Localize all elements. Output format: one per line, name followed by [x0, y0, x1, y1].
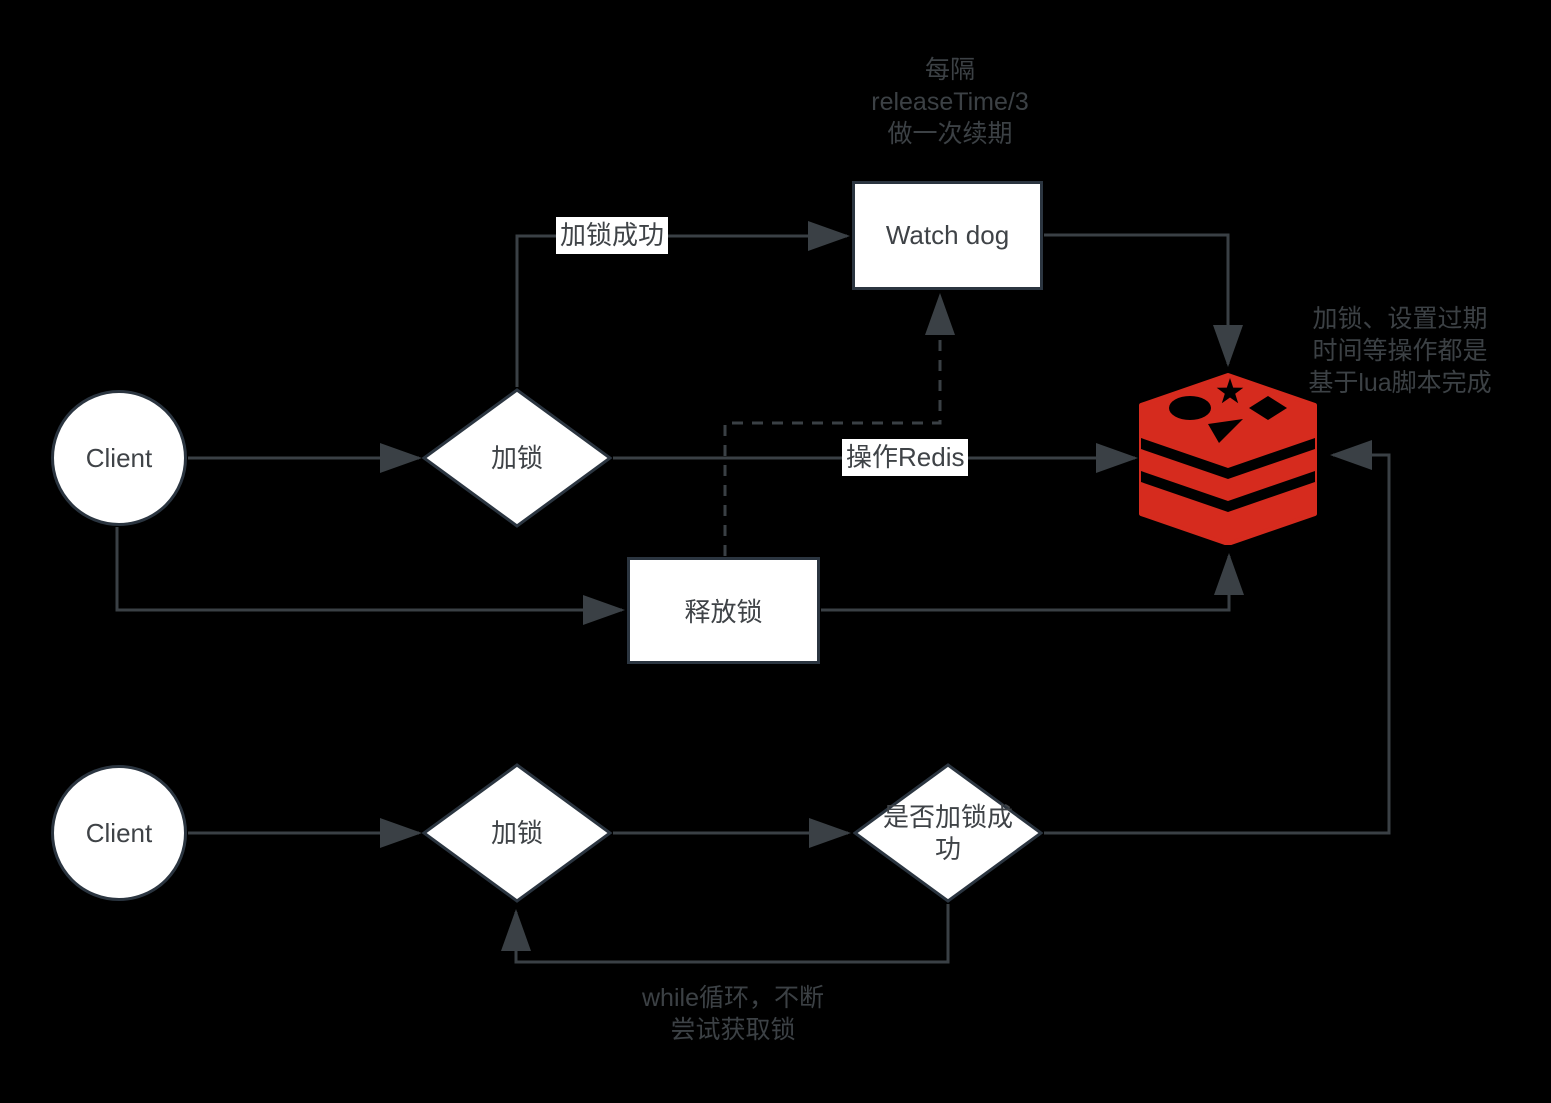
note-while-line2: 尝试获取锁 [670, 1016, 796, 1044]
note-renewal-line3: 做一次续期 [887, 120, 1013, 148]
node-client-top: Client [51, 390, 187, 526]
node-lock-bottom-label: 加锁 [490, 817, 543, 848]
note-renewal: 每隔 releaseTime/3 做一次续期 [820, 54, 1080, 150]
node-release-lock-label: 释放锁 [684, 597, 763, 627]
edge-lock-to-watchdog [515, 221, 850, 387]
edge-watchdog-to-redis [1044, 233, 1243, 367]
node-lock-top-label: 加锁 [490, 442, 543, 473]
edge-release-to-redis [821, 553, 1244, 612]
node-lock-top: 加锁 [422, 388, 612, 528]
note-lua-script: 加锁、设置过期 时间等操作都是 基于lua脚本完成 [1290, 303, 1510, 399]
node-lock-success-check-label: 是否加锁成功 [882, 801, 1013, 865]
note-lua-line1: 加锁、设置过期 [1312, 305, 1488, 333]
node-watch-dog-label: Watch dog [885, 220, 1010, 250]
note-renewal-line1: 每隔 [924, 56, 975, 84]
diamond-shape [853, 763, 1043, 903]
node-client-bottom-label: Client [85, 817, 153, 848]
node-watch-dog: Watch dog [852, 181, 1043, 290]
node-client-top-label: Client [85, 442, 153, 473]
node-lock-success-check: 是否加锁成功 [853, 763, 1043, 903]
note-renewal-line2: releaseTime/3 [871, 88, 1029, 116]
note-lua-line2: 时间等操作都是 [1312, 337, 1488, 365]
edge-release-to-watchdog-dashed [723, 293, 955, 556]
edge-check-to-redis [1044, 440, 1391, 835]
diamond-shape [422, 763, 612, 903]
node-lock-bottom: 加锁 [422, 763, 612, 903]
edge-label-lock-success: 加锁成功 [556, 217, 669, 255]
node-client-bottom: Client [51, 765, 187, 901]
redis-icon [1139, 372, 1317, 550]
diamond-shape [422, 388, 612, 528]
edge-while-loop [501, 904, 950, 964]
note-while-loop: while循环，不断 尝试获取锁 [583, 982, 883, 1046]
edge-client-to-release [115, 527, 625, 625]
edge-label-operate-redis: 操作Redis [842, 439, 969, 477]
note-while-line1: while循环，不断 [642, 984, 824, 1012]
note-lua-line3: 基于lua脚本完成 [1308, 369, 1492, 397]
node-release-lock: 释放锁 [627, 557, 820, 664]
